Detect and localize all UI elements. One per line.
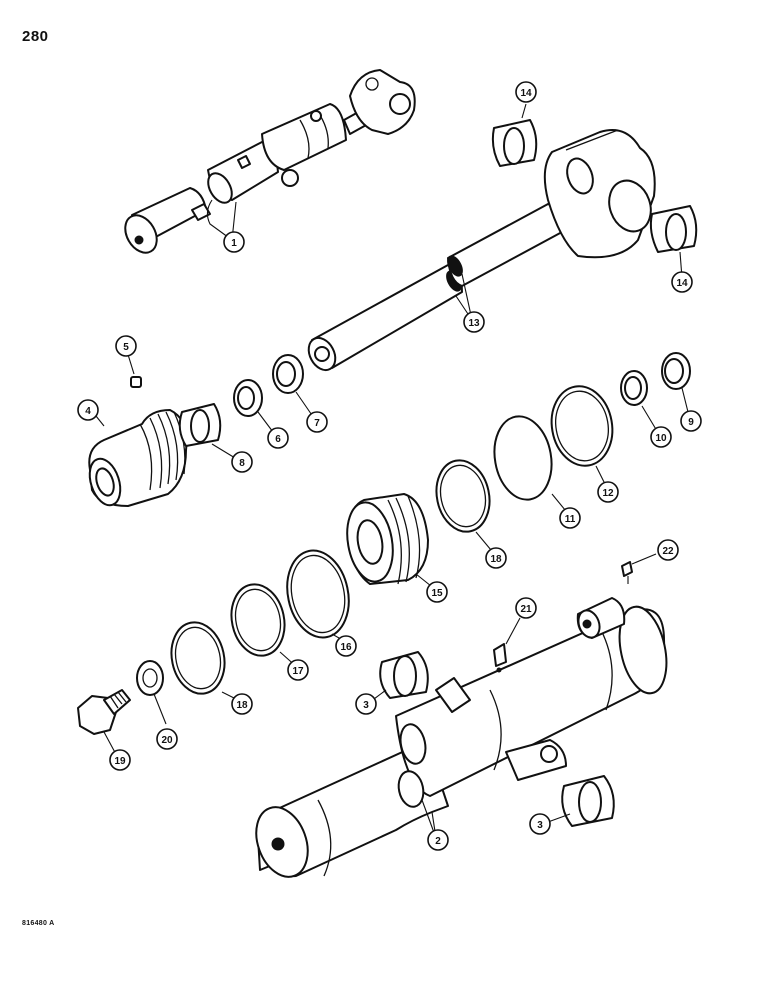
callout-18-lower: 18 <box>231 693 253 715</box>
svg-text:21: 21 <box>520 604 532 615</box>
callout-16: 16 <box>335 635 357 657</box>
page-number: 280 <box>22 28 49 45</box>
svg-text:14: 14 <box>676 278 688 289</box>
piston <box>346 493 429 585</box>
callout-6: 6 <box>267 427 289 449</box>
callout-18-upper: 18 <box>485 547 507 569</box>
callout-11: 11 <box>559 507 581 529</box>
svg-text:15: 15 <box>431 588 443 599</box>
svg-text:13: 13 <box>468 318 480 329</box>
seal-16 <box>286 549 350 639</box>
svg-text:19: 19 <box>114 756 126 767</box>
piston-ring-18-lower <box>170 621 226 695</box>
callout-9: 9 <box>680 410 702 432</box>
callout-7: 7 <box>306 411 328 433</box>
callout-13: 13 <box>463 311 485 333</box>
seal-6 <box>233 379 263 417</box>
svg-text:4: 4 <box>85 406 91 417</box>
gland-plug <box>130 376 142 388</box>
bushing-lower <box>649 205 698 253</box>
cylinder-barrel <box>255 597 668 878</box>
wiper-7 <box>272 354 304 394</box>
svg-text:12: 12 <box>602 488 614 499</box>
callout-14-lower: 14 <box>671 271 693 293</box>
bearing-8 <box>178 403 222 447</box>
callout-22: 22 <box>657 539 679 561</box>
grease-fitting-22 <box>621 561 633 584</box>
plug-19 <box>77 689 131 735</box>
gland <box>88 409 188 507</box>
svg-text:7: 7 <box>314 418 320 429</box>
callout-19: 19 <box>109 749 131 771</box>
svg-text:22: 22 <box>662 546 674 557</box>
svg-text:3: 3 <box>363 700 369 711</box>
callout-3-upper: 3 <box>355 693 377 715</box>
bushing-3-lower <box>561 775 615 827</box>
svg-text:10: 10 <box>655 433 667 444</box>
svg-text:20: 20 <box>161 735 173 746</box>
callout-17: 17 <box>287 659 309 681</box>
svg-text:17: 17 <box>292 666 304 677</box>
ring-17 <box>230 583 286 657</box>
oring-11 <box>493 415 553 501</box>
callout-15: 15 <box>426 581 448 603</box>
backup-ring-12 <box>550 385 614 467</box>
callout-14-upper: 14 <box>515 81 537 103</box>
bushing-upper <box>491 119 538 167</box>
piston-rod <box>307 129 656 372</box>
piston-ring-18-upper <box>435 459 491 533</box>
svg-text:1: 1 <box>231 238 237 249</box>
callout-2: 2 <box>427 829 449 851</box>
washer-20 <box>136 660 164 696</box>
svg-text:9: 9 <box>688 417 694 428</box>
svg-text:6: 6 <box>275 434 281 445</box>
svg-text:18: 18 <box>236 700 248 711</box>
svg-text:2: 2 <box>435 836 441 847</box>
callout-20: 20 <box>156 728 178 750</box>
svg-text:18: 18 <box>490 554 502 565</box>
svg-text:8: 8 <box>239 458 245 469</box>
ring-10 <box>620 370 648 406</box>
svg-text:11: 11 <box>565 514 576 525</box>
drawing-id: 816480 A <box>22 920 55 927</box>
callout-3-lower: 3 <box>529 813 551 835</box>
svg-text:16: 16 <box>340 642 352 653</box>
callout-5: 5 <box>115 335 137 357</box>
ring-9 <box>661 352 691 390</box>
callout-4: 4 <box>77 399 99 421</box>
svg-text:5: 5 <box>123 342 129 353</box>
callout-1: 1 <box>223 231 245 253</box>
svg-text:14: 14 <box>520 88 532 99</box>
callout-21: 21 <box>515 597 537 619</box>
bushing-3-upper <box>379 651 429 699</box>
callout-12: 12 <box>597 481 619 503</box>
cylinder-assembly-overview <box>124 69 416 254</box>
svg-text:3: 3 <box>537 820 543 831</box>
callout-10: 10 <box>650 426 672 448</box>
callout-8: 8 <box>231 451 253 473</box>
